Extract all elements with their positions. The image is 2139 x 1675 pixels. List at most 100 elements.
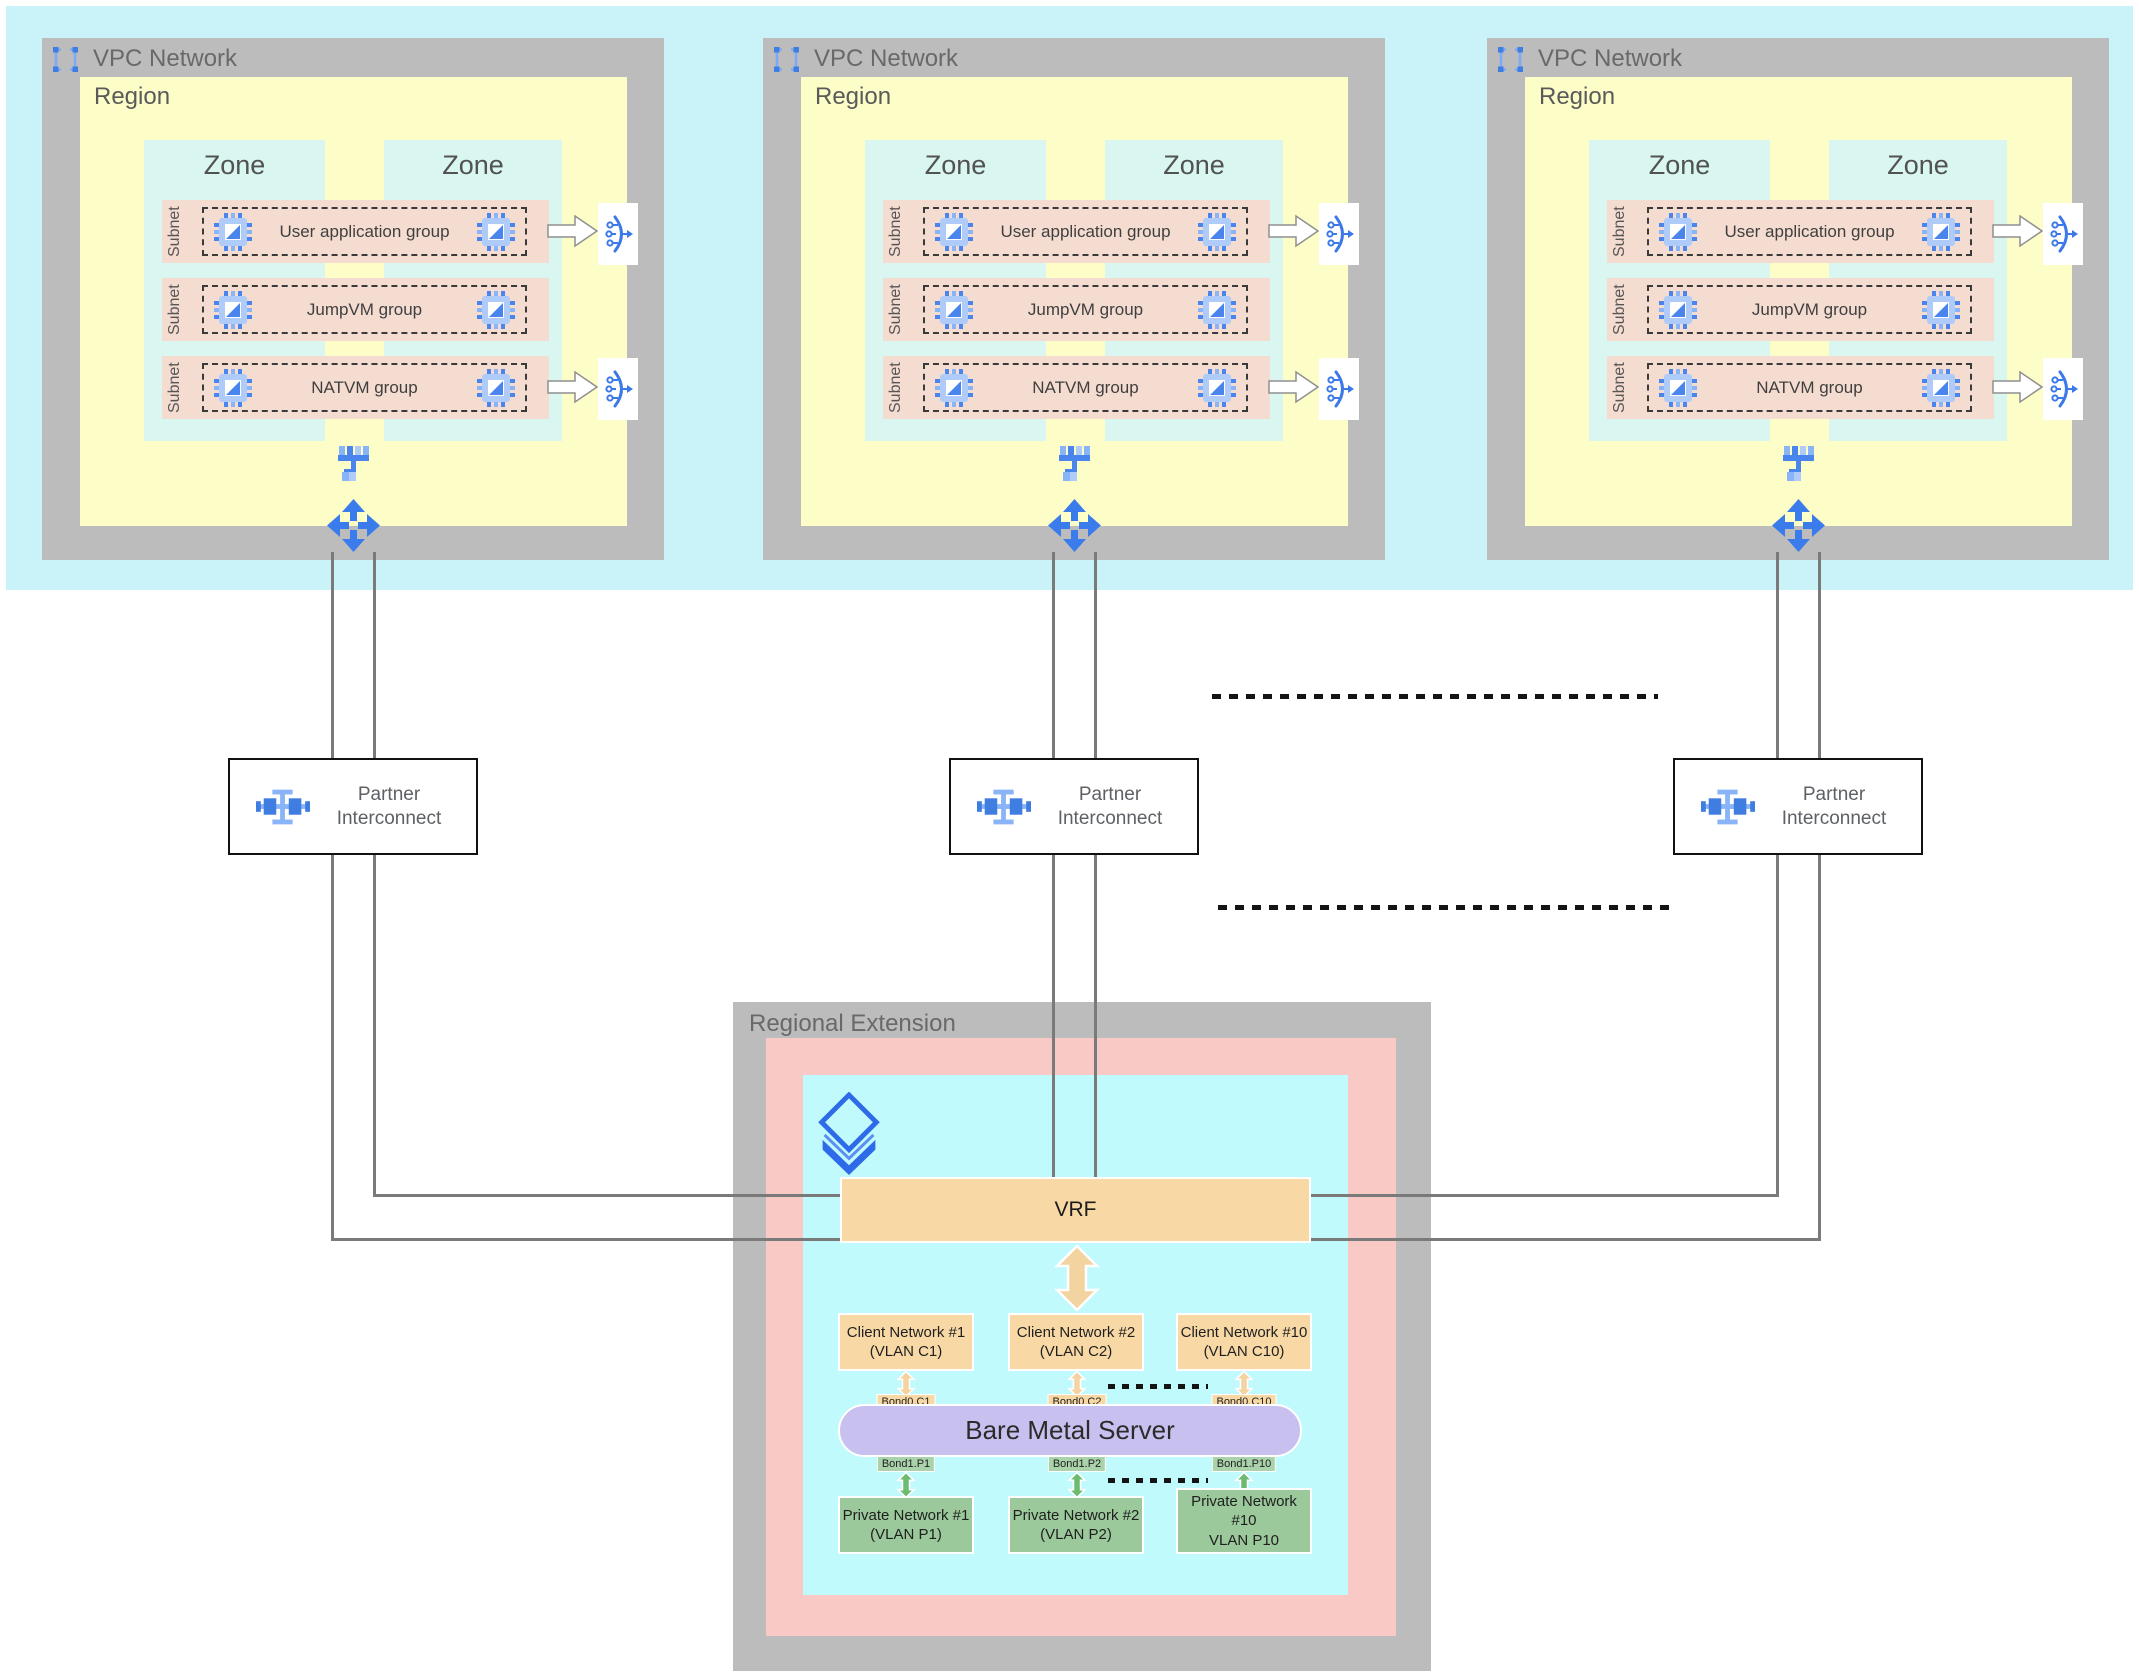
subnet-row: Subnet NATVM group xyxy=(162,356,549,419)
vpc-network-box: VPC Network Region Zone Zone Subnet User… xyxy=(763,38,1385,560)
load-balancer-icon xyxy=(2050,215,2078,253)
load-balancer-icon xyxy=(2050,370,2078,408)
compute-vm-icon xyxy=(1922,212,1960,251)
client-network-name: Client Network #10 xyxy=(1180,1323,1308,1341)
connector-line xyxy=(1776,853,1779,1197)
instance-group-box: NATVM group xyxy=(202,363,527,412)
vpc-network-header: VPC Network xyxy=(773,45,958,73)
private-network-name: Private Network #10 xyxy=(1191,1492,1297,1530)
connector-line xyxy=(1052,853,1055,1179)
zone-label: Zone xyxy=(1887,150,1949,180)
vpc-network-title: VPC Network xyxy=(814,45,959,72)
compute-vm-icon xyxy=(1659,290,1697,329)
instance-group-box: User application group xyxy=(202,207,527,256)
subnet-label: Subnet xyxy=(1611,284,1628,335)
block-arrow-icon xyxy=(547,214,599,248)
client-network-vlan: (VLAN C1) xyxy=(869,1343,943,1360)
instance-group-box: NATVM group xyxy=(1647,363,1972,412)
instance-group-label: JumpVM group xyxy=(1027,299,1144,319)
compute-vm-icon xyxy=(477,368,515,407)
connector-line xyxy=(1818,853,1821,1241)
partner-interconnect-label: Partner Interconnect xyxy=(1781,783,1887,829)
partner-interconnect-icon xyxy=(256,789,310,824)
client-network-vlan: (VLAN C10) xyxy=(1203,1343,1285,1360)
subnet-label: Subnet xyxy=(166,284,183,335)
instance-group-box: NATVM group xyxy=(923,363,1248,412)
subnet-row: Subnet User application group xyxy=(883,200,1270,263)
load-balancer-box xyxy=(1319,358,1359,420)
compute-vm-icon xyxy=(1922,368,1960,407)
zone-label: Zone xyxy=(203,150,266,180)
region-label: Region xyxy=(94,83,171,110)
partner-interconnect-icon xyxy=(977,789,1031,824)
vpc-network-icon xyxy=(53,46,78,72)
zone-label: Zone xyxy=(924,150,987,180)
vpc-network-box: VPC Network Region Zone Zone Subnet User… xyxy=(1487,38,2109,560)
connector-line xyxy=(373,853,376,1197)
private-network-box: Private Network #2 (VLAN P2) xyxy=(1008,1496,1144,1554)
regional-extension-title: Regional Extension xyxy=(749,1010,956,1037)
client-network-box: Client Network #1 (VLAN C1) xyxy=(838,1313,974,1371)
bare-metal-server: Bare Metal Server xyxy=(838,1404,1302,1457)
connector-line xyxy=(1776,552,1779,760)
vpc-network-title: VPC Network xyxy=(1538,45,1683,72)
private-network-box: Private Network #10 VLAN P10 xyxy=(1176,1488,1312,1554)
load-balancer-box xyxy=(2043,358,2083,420)
compute-vm-icon xyxy=(477,212,515,251)
connector-line xyxy=(1818,552,1821,760)
compute-vm-icon xyxy=(935,212,973,251)
connector-line xyxy=(331,552,334,760)
load-balancer-box xyxy=(1319,203,1359,265)
subnet-row: Subnet JumpVM group xyxy=(1607,278,1994,341)
region-label: Region xyxy=(1539,83,1616,110)
subnet-label: Subnet xyxy=(1611,362,1628,413)
dotted-separator xyxy=(1212,694,1658,699)
load-balancer-icon xyxy=(1326,215,1354,253)
block-arrow-icon xyxy=(1992,214,2044,248)
client-network-vlan: (VLAN C2) xyxy=(1039,1343,1113,1360)
private-network-name: Private Network #2 xyxy=(1012,1506,1140,1524)
block-arrow-icon xyxy=(547,370,599,404)
load-balancer-icon xyxy=(605,215,633,253)
compute-vm-icon xyxy=(1198,290,1236,329)
stacked-layers-icon xyxy=(818,1092,880,1176)
bond-label: Bond1.P10 xyxy=(1211,1456,1277,1472)
vpc-network-header: VPC Network xyxy=(1497,45,1682,73)
private-network-name: Private Network #1 xyxy=(842,1506,970,1524)
vrf-bar: VRF xyxy=(840,1177,1311,1243)
connector-line xyxy=(373,552,376,760)
double-arrow-icon xyxy=(1053,1245,1101,1311)
load-balancer-icon xyxy=(1326,370,1354,408)
connector-line xyxy=(331,1238,842,1241)
network-tree-icon xyxy=(338,446,369,481)
instance-group-box: JumpVM group xyxy=(202,285,527,334)
instance-group-box: User application group xyxy=(923,207,1248,256)
load-balancer-box xyxy=(598,358,638,420)
subnet-label: Subnet xyxy=(887,206,904,257)
connector-line xyxy=(1094,552,1097,760)
region-label: Region xyxy=(815,83,892,110)
connector-line xyxy=(374,1194,842,1197)
dotted-separator xyxy=(1218,905,1676,910)
connector-line xyxy=(331,853,334,1241)
compute-vm-icon xyxy=(1659,212,1697,251)
compute-vm-icon xyxy=(1659,368,1697,407)
subnet-row: Subnet NATVM group xyxy=(883,356,1270,419)
instance-group-box: User application group xyxy=(1647,207,1972,256)
partner-interconnect-label: Partner Interconnect xyxy=(336,783,442,829)
instance-group-label: User application group xyxy=(279,221,450,241)
network-tree-icon xyxy=(1783,446,1814,481)
connector-line xyxy=(1309,1194,1779,1197)
zone-label: Zone xyxy=(1163,150,1225,180)
vpc-network-box: VPC Network Region Zone Zone Subnet User… xyxy=(42,38,664,560)
partner-interconnect-box: Partner Interconnect xyxy=(228,758,478,855)
four-way-arrows-icon xyxy=(1048,499,1101,552)
vpc-network-header: VPC Network xyxy=(52,45,237,73)
compute-vm-icon xyxy=(935,368,973,407)
double-arrow-icon xyxy=(896,1472,916,1498)
private-network-vlan: (VLAN P1) xyxy=(870,1526,942,1543)
compute-vm-icon xyxy=(1922,290,1960,329)
subnet-label: Subnet xyxy=(887,284,904,335)
load-balancer-box xyxy=(598,203,638,265)
